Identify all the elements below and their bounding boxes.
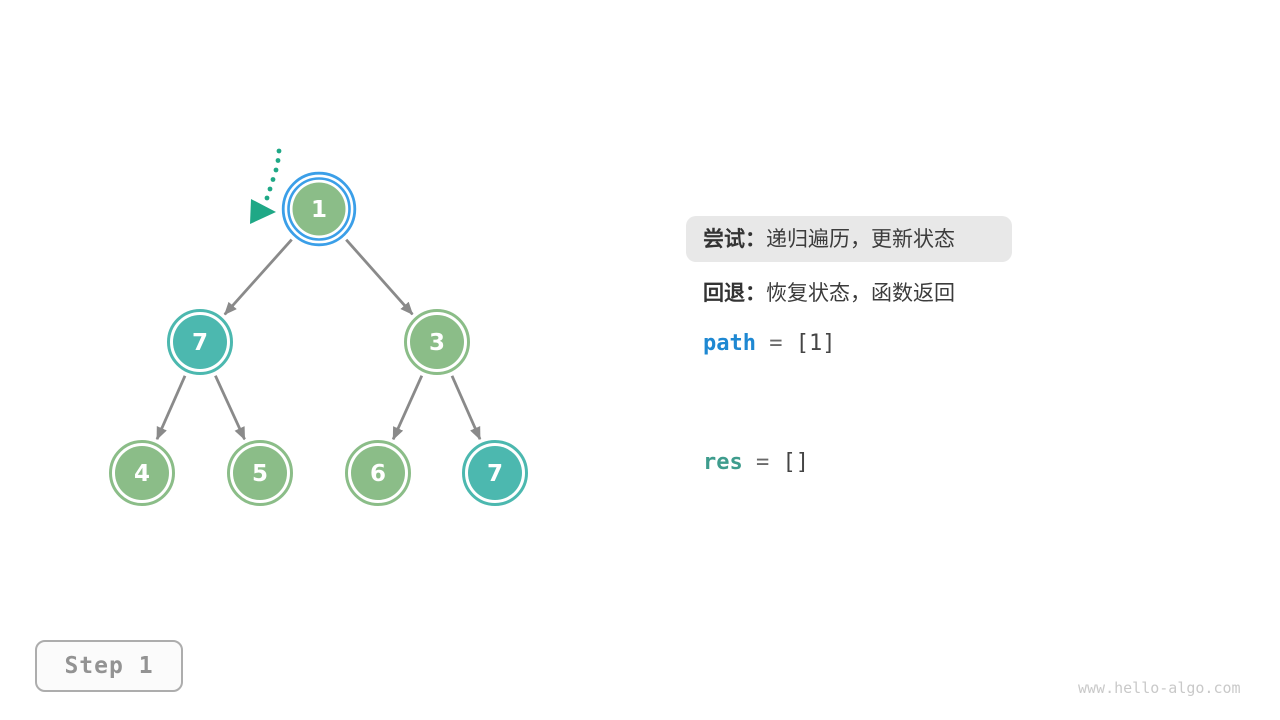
edge-1-3	[345, 238, 414, 316]
pointer-arrowhead	[250, 199, 276, 224]
backtrack-label: 回退：	[703, 281, 766, 305]
node-value: 7	[192, 330, 208, 356]
node-value: 5	[252, 461, 268, 487]
path-variable-value: [1]	[795, 331, 836, 356]
tree-node-7-leaf: 7	[462, 440, 528, 506]
edge-3-7	[450, 375, 482, 441]
tree-node-6: 6	[345, 440, 411, 506]
res-variable-value: []	[782, 450, 810, 475]
res-variable-line: res = []	[703, 449, 809, 476]
backtrack-text: 恢复状态，函数返回	[766, 281, 955, 305]
tree-node-4: 4	[109, 440, 175, 506]
tree-node-root: 1	[281, 171, 357, 247]
edge-7-4	[155, 375, 187, 441]
node-value: 4	[134, 461, 150, 487]
node-value: 6	[370, 461, 386, 487]
try-text: 递归遍历，更新状态	[766, 227, 955, 251]
tree-node-7-left: 7	[167, 309, 233, 375]
tree-node-3: 3	[404, 309, 470, 375]
try-label: 尝试：	[703, 227, 766, 251]
path-variable-line: path = [1]	[703, 330, 835, 357]
edge-7-5	[214, 375, 246, 441]
node-value: 3	[429, 330, 445, 356]
path-variable-name: path	[703, 331, 756, 356]
res-variable-name: res	[703, 450, 743, 475]
node-value: 1	[311, 197, 327, 223]
res-equals-sign: =	[756, 450, 770, 475]
binary-tree-figure: 1 7 3 4 5 6 7	[109, 148, 528, 506]
node-value: 7	[487, 461, 503, 487]
path-equals-sign: =	[769, 331, 783, 356]
edge-1-7	[223, 238, 293, 316]
try-description-highlighted: 尝试：递归遍历，更新状态	[686, 216, 1012, 262]
edge-3-6	[391, 375, 424, 441]
tree-node-5: 5	[227, 440, 293, 506]
tree-edges	[155, 238, 482, 441]
watermark: www.hello-algo.com	[1078, 679, 1241, 697]
backtrack-description: 回退：恢复状态，函数返回	[703, 281, 955, 306]
step-badge: Step 1	[35, 640, 183, 692]
current-pointer-arrow-icon	[250, 148, 282, 224]
